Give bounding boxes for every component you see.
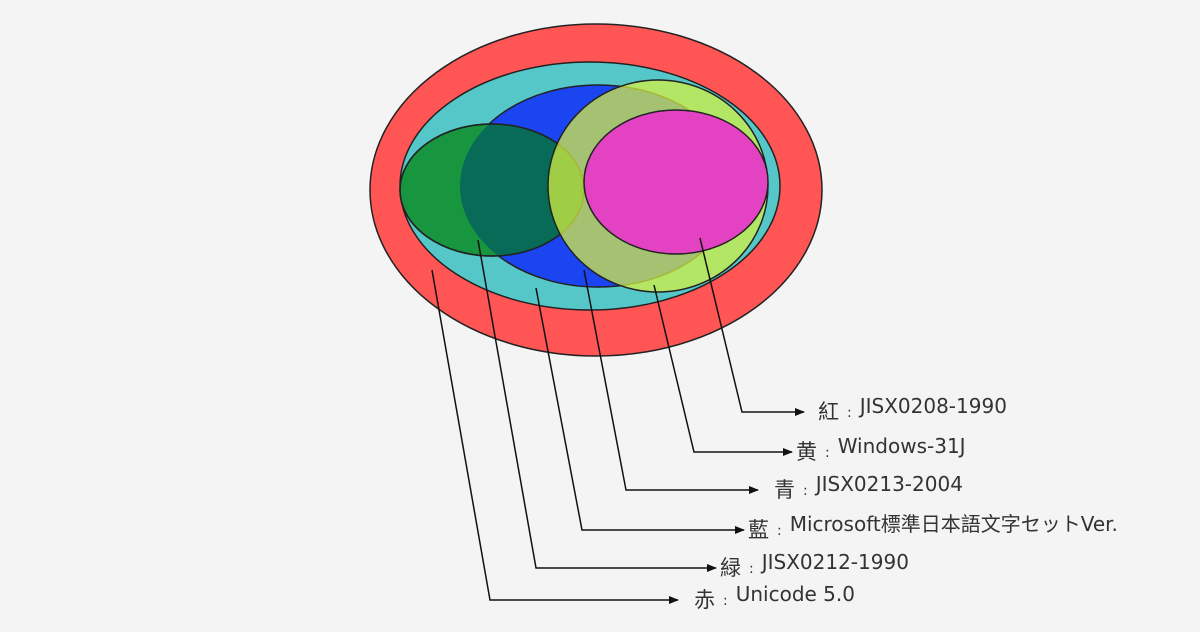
ellipse-jisx0208-magenta (583, 109, 769, 255)
legend-key: 紅 (818, 400, 839, 424)
leader-line-microsoft (535, 287, 745, 534)
legend-separator: : (803, 483, 808, 499)
legend-value: Microsoft標準日本語文字セットVer. (789, 512, 1118, 536)
leader-line-unicode (431, 269, 679, 604)
legend-separator: : (847, 405, 852, 421)
legend-value: JISX0213-2004 (815, 472, 963, 496)
legend-label-unicode: 赤: Unicode 5.0 (694, 584, 855, 612)
legend-label-jisx0208: 紅: JISX0208-1990 (818, 396, 1007, 424)
leader-line-jisx0213 (583, 269, 759, 494)
leader-line-jisx0208 (699, 237, 805, 416)
legend-separator: : (777, 523, 782, 539)
legend-key: 緑 (720, 556, 741, 580)
legend-label-jisx0212: 緑: JISX0212-1990 (720, 552, 909, 580)
legend-key: 赤 (694, 588, 715, 612)
legend-key: 青 (774, 478, 795, 502)
legend-label-jisx0213: 青: JISX0213-2004 (774, 474, 963, 502)
legend-label-microsoft: 藍: Microsoft標準日本語文字セットVer. (748, 514, 1118, 542)
leader-line-jisx0212 (477, 239, 717, 572)
legend-value: Unicode 5.0 (735, 582, 855, 606)
legend-value: JISX0208-1990 (859, 394, 1007, 418)
legend-label-windows31j: 黄: Windows-31J (796, 436, 966, 464)
leader-line-windows31j (653, 284, 793, 456)
legend-separator: : (825, 445, 830, 461)
legend-value: Windows-31J (837, 434, 966, 458)
legend-separator: : (749, 561, 754, 577)
legend-key: 黄 (796, 440, 817, 464)
legend-separator: : (723, 593, 728, 609)
legend-key: 藍 (748, 518, 769, 542)
legend-value: JISX0212-1990 (761, 550, 909, 574)
